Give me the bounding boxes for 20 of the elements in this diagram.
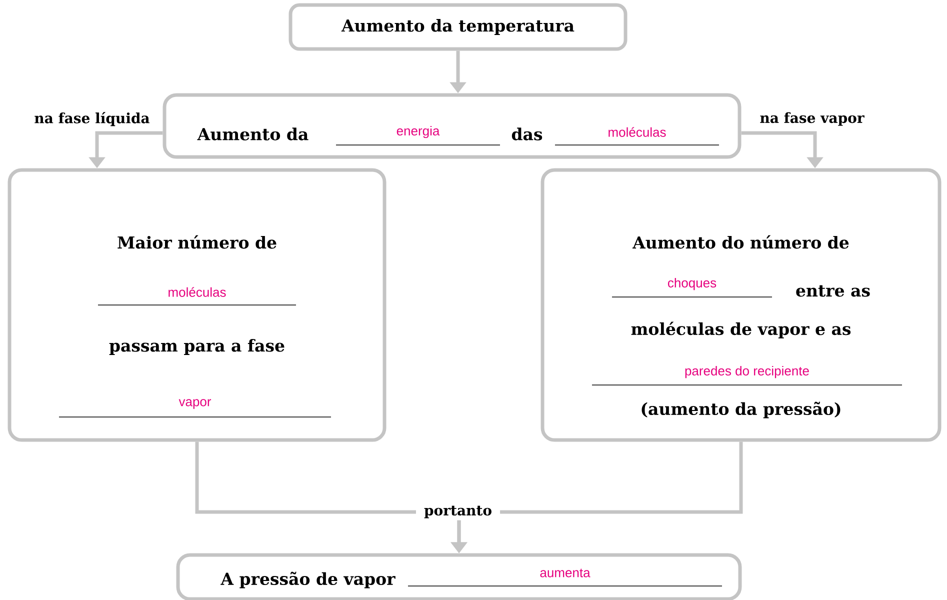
box-text: Aumento da (197, 128, 308, 140)
fill-in-answer: paredes do recipiente (592, 366, 902, 386)
box-text: entre as (796, 285, 870, 297)
fill-in-answer: aumenta (408, 568, 722, 586)
edge-label: portanto (416, 504, 500, 520)
fill-in-answer: moléculas (554, 127, 720, 146)
edge-label: na fase líquida (26, 110, 158, 128)
fill-in-answer: moléculas (98, 287, 296, 306)
fill-in-answer: vapor (58, 399, 332, 418)
box-text: Aumento do número de (632, 235, 849, 249)
box-text: moléculas de vapor e as (631, 322, 851, 338)
box-text: A pressão de vapor (220, 572, 396, 588)
box-text: das (512, 128, 542, 140)
fill-in-answer: choques (612, 278, 772, 298)
fill-in-answer: energia (336, 126, 500, 146)
box-text: Maior número de (118, 235, 276, 249)
box-text: passam para a fase (109, 339, 284, 355)
concept-box: Aumento da temperatura (288, 3, 628, 51)
edge-label: na fase vapor (752, 110, 872, 128)
box-text: (aumento da pressão) (642, 402, 840, 418)
